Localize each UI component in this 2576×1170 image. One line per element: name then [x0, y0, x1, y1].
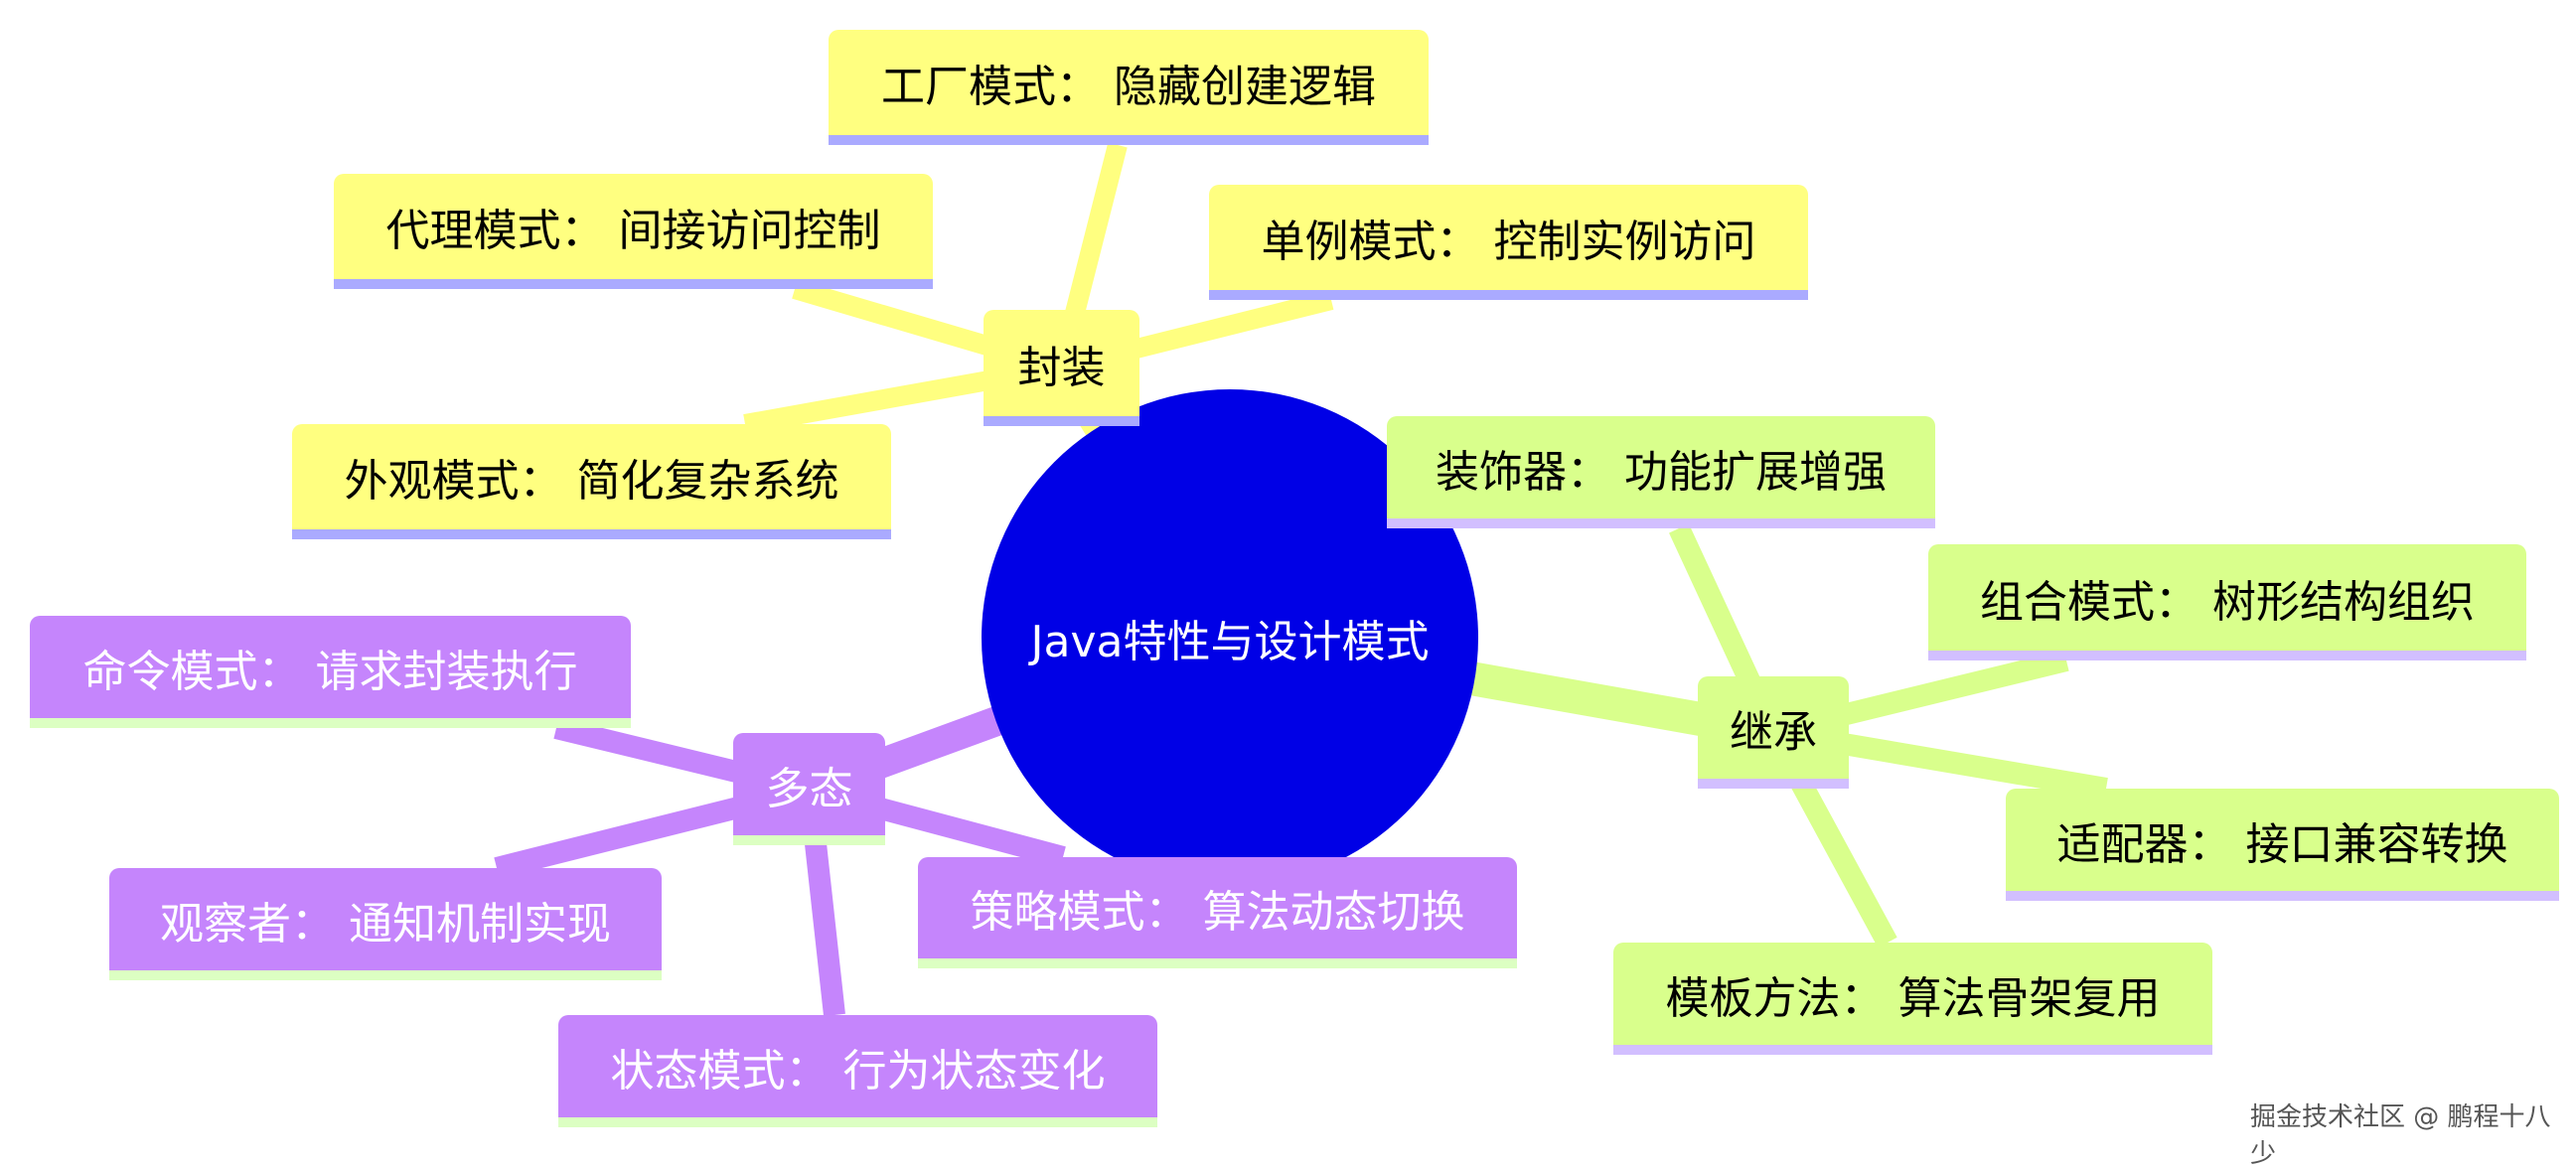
leaf-node-singleton[interactable]: 单例模式： 控制实例访问	[1209, 185, 1808, 300]
branch-node-polymorphism[interactable]: 多态	[733, 733, 885, 845]
leaf-node-proxy[interactable]: 代理模式： 间接访问控制	[334, 174, 933, 289]
leaf-node-observer[interactable]: 观察者： 通知机制实现	[109, 868, 662, 980]
leaf-label: 组合模式： 树形结构组织	[1980, 576, 2475, 628]
leaf-label: 工厂模式： 隐藏创建逻辑	[881, 62, 1376, 112]
leaf-label: 状态模式： 行为状态变化	[610, 1045, 1106, 1097]
leaf-node-adapter[interactable]: 适配器： 接口兼容转换	[2006, 789, 2559, 901]
leaf-label: 命令模式： 请求封装执行	[82, 646, 578, 697]
leaf-label: 装饰器： 功能扩展增强	[1436, 446, 1887, 498]
watermark: 掘金技术社区 @ 鹏程十八少	[2250, 1102, 2551, 1169]
leaf-label: 策略模式： 算法动态切换	[970, 887, 1465, 938]
branch-label: 封装	[1017, 342, 1106, 393]
root-node-label: Java特性与设计模式	[1030, 617, 1430, 667]
leaf-node-composite[interactable]: 组合模式： 树形结构组织	[1928, 544, 2526, 660]
leaf-node-strategy[interactable]: 策略模式： 算法动态切换	[918, 857, 1517, 968]
leaf-node-decorator[interactable]: 装饰器： 功能扩展增强	[1387, 416, 1935, 528]
branch-node-encapsulation[interactable]: 封装	[984, 310, 1139, 426]
branch-label: 多态	[765, 763, 853, 814]
branch-label: 继承	[1730, 706, 1817, 758]
leaf-node-template-method[interactable]: 模板方法： 算法骨架复用	[1613, 943, 2212, 1055]
leaf-label: 适配器： 接口兼容转换	[2056, 818, 2508, 870]
leaf-label: 外观模式： 简化复杂系统	[344, 456, 839, 507]
leaf-node-state[interactable]: 状态模式： 行为状态变化	[558, 1015, 1157, 1127]
leaf-node-command[interactable]: 命令模式： 请求封装执行	[30, 616, 631, 728]
leaf-node-factory[interactable]: 工厂模式： 隐藏创建逻辑	[829, 30, 1429, 145]
branch-node-inheritance[interactable]: 继承	[1698, 676, 1849, 789]
leaf-label: 单例模式： 控制实例访问	[1261, 217, 1756, 267]
leaf-label: 模板方法： 算法骨架复用	[1665, 972, 2161, 1024]
leaf-label: 观察者： 通知机制实现	[160, 898, 611, 950]
leaf-label: 代理模式： 间接访问控制	[385, 206, 881, 256]
root-node[interactable]: Java特性与设计模式	[982, 389, 1478, 886]
leaf-node-facade[interactable]: 外观模式： 简化复杂系统	[292, 424, 891, 539]
